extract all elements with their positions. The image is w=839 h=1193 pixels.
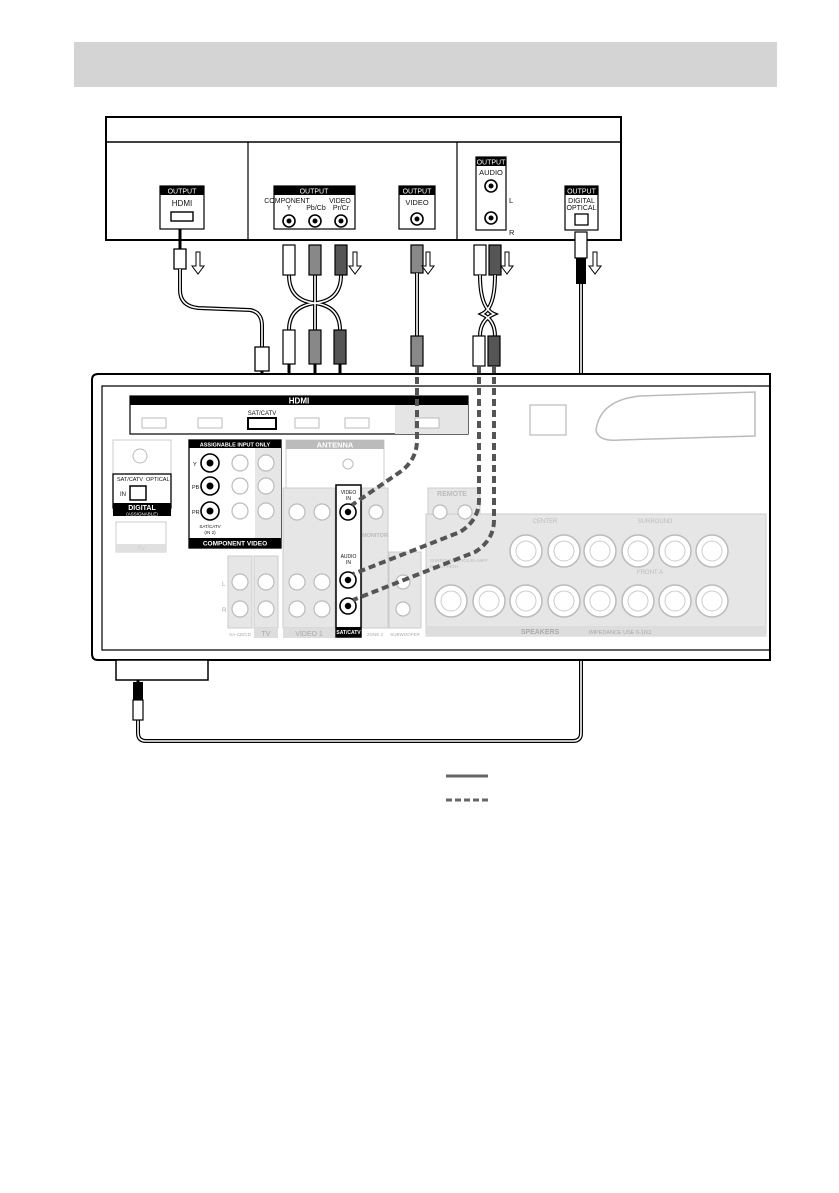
svg-text:DIGITAL: DIGITAL [568,198,595,205]
hdmi-section-label: HDMI [289,397,309,406]
audio-right-label: R [509,228,515,237]
audio-output-label: AUDIO [479,168,503,177]
front-a-label: FRONT A [637,570,663,576]
zone2-label: ZONE 2 [367,632,384,637]
svg-text:OPTICAL: OPTICAL [567,205,597,212]
svg-text:(IN 2): (IN 2) [204,530,216,535]
signal-flow-arrows [191,251,602,275]
sacd-label: SA-CD/CD [229,632,252,637]
component-pb-input-label: PB [192,485,200,491]
section-title-bar [74,42,777,87]
hdmi-output-jack: OUTPUT HDMI [159,185,205,230]
optical-output-jack: OUTPUT DIGITAL OPTICAL [564,185,599,231]
svg-text:SURROUND BACK/BI-AMP/: SURROUND BACK/BI-AMP/ [430,558,488,563]
channel-l-label: L [222,582,226,588]
digital-input-label: SAT/CATV [117,477,143,483]
channel-r-label: R [222,608,227,614]
component-assignable-label: ASSIGNABLE INPUT ONLY [200,443,271,449]
component-output-jacks: OUTPUT COMPONENT Y Pb/Cb VIDEO Pr/Cr [264,185,356,230]
svg-text:Pr/Cr: Pr/Cr [333,205,350,212]
audio-left-label: L [509,196,513,205]
legend [446,774,488,802]
digital-optical-label: OPTICAL [146,477,170,483]
component-y-input-label: Y [193,462,197,468]
svg-text:VIDEO: VIDEO [329,198,351,205]
monitor-label: MONITOR [362,533,388,539]
video-output-header: OUTPUT [403,189,433,196]
audio-output-jacks: OUTPUT AUDIO L R [475,156,515,237]
video-output-jack: OUTPUT VIDEO [398,185,436,230]
speakers-label: SPEAKERS [521,629,560,636]
component-output-header: OUTPUT [300,189,330,196]
dashed-cables [350,366,496,602]
component-y-label: COMPONENT [264,198,310,205]
center-label: CENTER [533,519,558,525]
svg-text:SAT/CATV: SAT/CATV [199,524,220,529]
tv-input-label: TV [262,631,271,638]
digital-footer-label: DIGITAL [128,505,156,512]
svg-text:VIDEO: VIDEO [341,490,357,496]
component-pr-input-label: PR [192,510,200,516]
digital-in-label: IN [120,492,126,498]
audio-output-header: OUTPUT [477,160,507,167]
antenna-label: ANTENNA [317,441,354,450]
hdmi-input-label: SAT/CATV [248,411,276,417]
digital-assignable-label: (ASSIGNABLE) [126,512,158,517]
surround-label: SURROUND [638,519,673,525]
sat-catv-footer-label: SAT/CATV [336,630,361,636]
subwoofer-label: SUBWOOFER [390,632,420,637]
hdmi-output-label: HDMI [172,199,192,208]
svg-text:Y: Y [287,205,292,212]
component-pb-label: Pb/Cb [306,205,326,212]
video1-label: VIDEO 1 [295,631,323,638]
hdmi-output-header: OUTPUT [168,189,198,196]
digital-tv-label: TV [137,547,145,553]
optical-output-header: OUTPUT [567,189,597,196]
impedance-label: IMPEDANCE USE 6-16Ω [589,630,651,636]
video-output-label: VIDEO [405,198,429,207]
component-video-footer-label: COMPONENT VIDEO [203,541,267,548]
svg-text:IN: IN [346,560,351,566]
svg-text:AUDIO: AUDIO [341,554,357,560]
svg-text:FRONT HIGH: FRONT HIGH [430,564,458,569]
receiver-back-panel: HDMI SAT/CATV ANTENNA SAT/CATV OPTICAL I… [91,373,771,681]
svg-text:IN: IN [346,496,351,502]
remote-label: REMOTE [437,491,467,498]
